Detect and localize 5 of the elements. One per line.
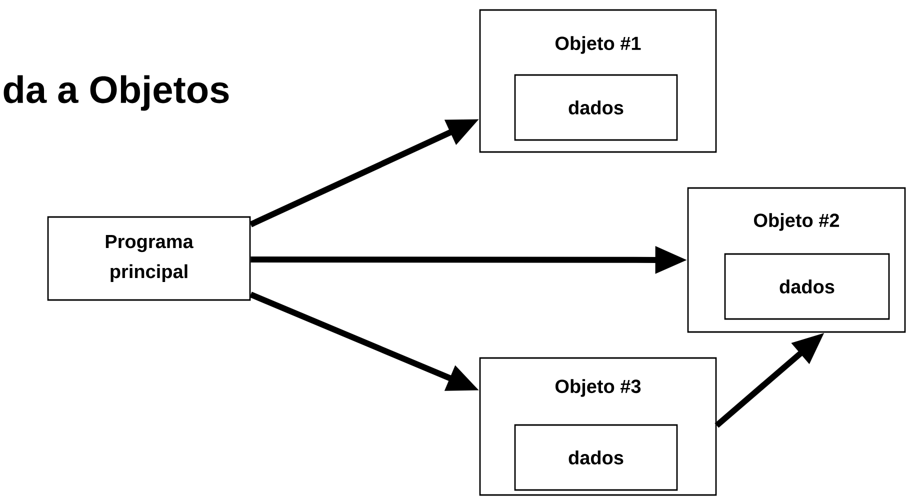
process-box: Programa principal [47,216,251,301]
data-box: dados [514,424,678,491]
title: da a Objetos [4,75,229,111]
data-box: dados [514,74,678,141]
data-box: dados [724,253,890,320]
